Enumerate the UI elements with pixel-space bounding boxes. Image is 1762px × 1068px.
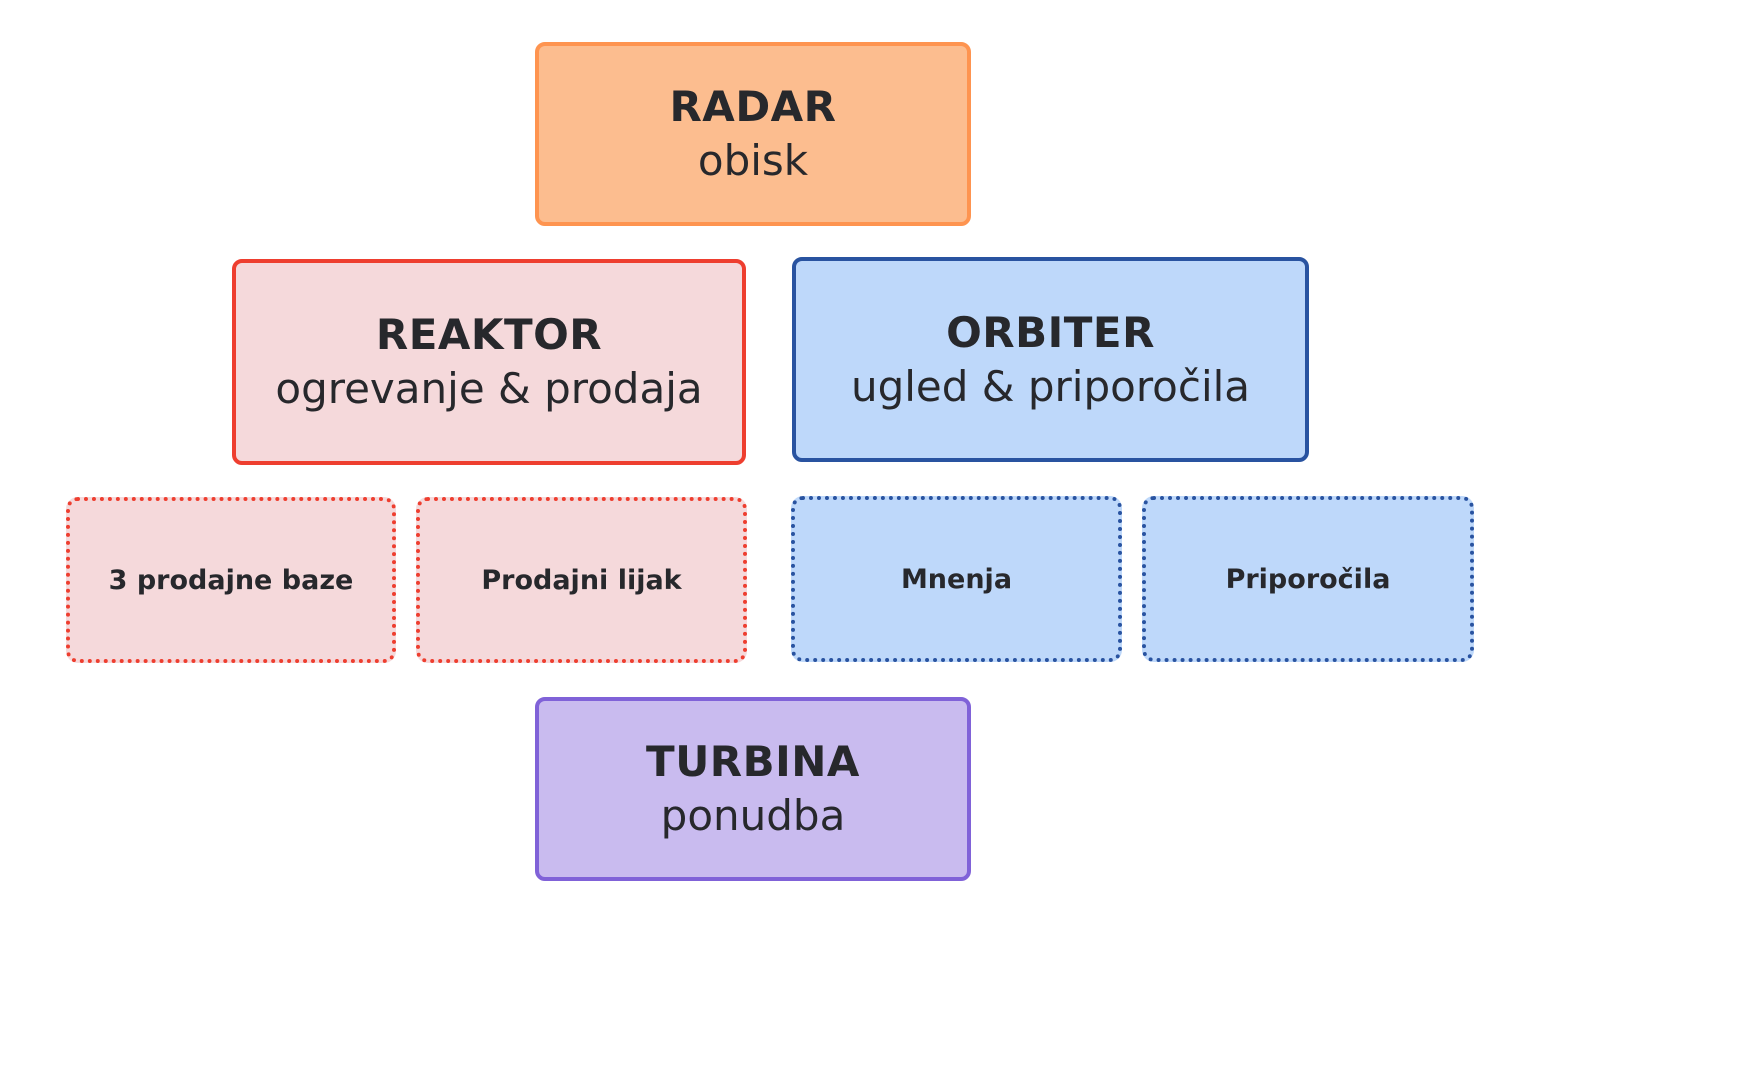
- leaf-mnenja: Mnenja: [791, 496, 1122, 662]
- reaktor-title: REAKTOR: [375, 310, 603, 359]
- leaf-label: 3 prodajne baze: [108, 564, 354, 596]
- orbiter-node: ORBITER ugled & priporočila: [792, 257, 1309, 462]
- radar-title: RADAR: [669, 82, 837, 131]
- radar-subtitle: obisk: [697, 136, 809, 185]
- leaf-priporocila: Priporočila: [1142, 496, 1474, 662]
- reaktor-subtitle: ogrevanje & prodaja: [275, 364, 703, 413]
- orbiter-title: ORBITER: [946, 307, 1155, 357]
- turbina-node: TURBINA ponudba: [535, 697, 971, 881]
- leaf-label: Prodajni lijak: [481, 564, 682, 596]
- turbina-title: TURBINA: [646, 737, 860, 786]
- leaf-label: Priporočila: [1225, 563, 1391, 595]
- reaktor-node: REAKTOR ogrevanje & prodaja: [232, 259, 746, 465]
- orbiter-subtitle: ugled & priporočila: [850, 361, 1251, 411]
- turbina-subtitle: ponudba: [660, 791, 846, 840]
- radar-node: RADAR obisk: [535, 42, 971, 226]
- leaf-label: Mnenja: [900, 563, 1013, 595]
- leaf-prodajne-baze: 3 prodajne baze: [66, 497, 396, 663]
- leaf-prodajni-lijak: Prodajni lijak: [416, 497, 747, 663]
